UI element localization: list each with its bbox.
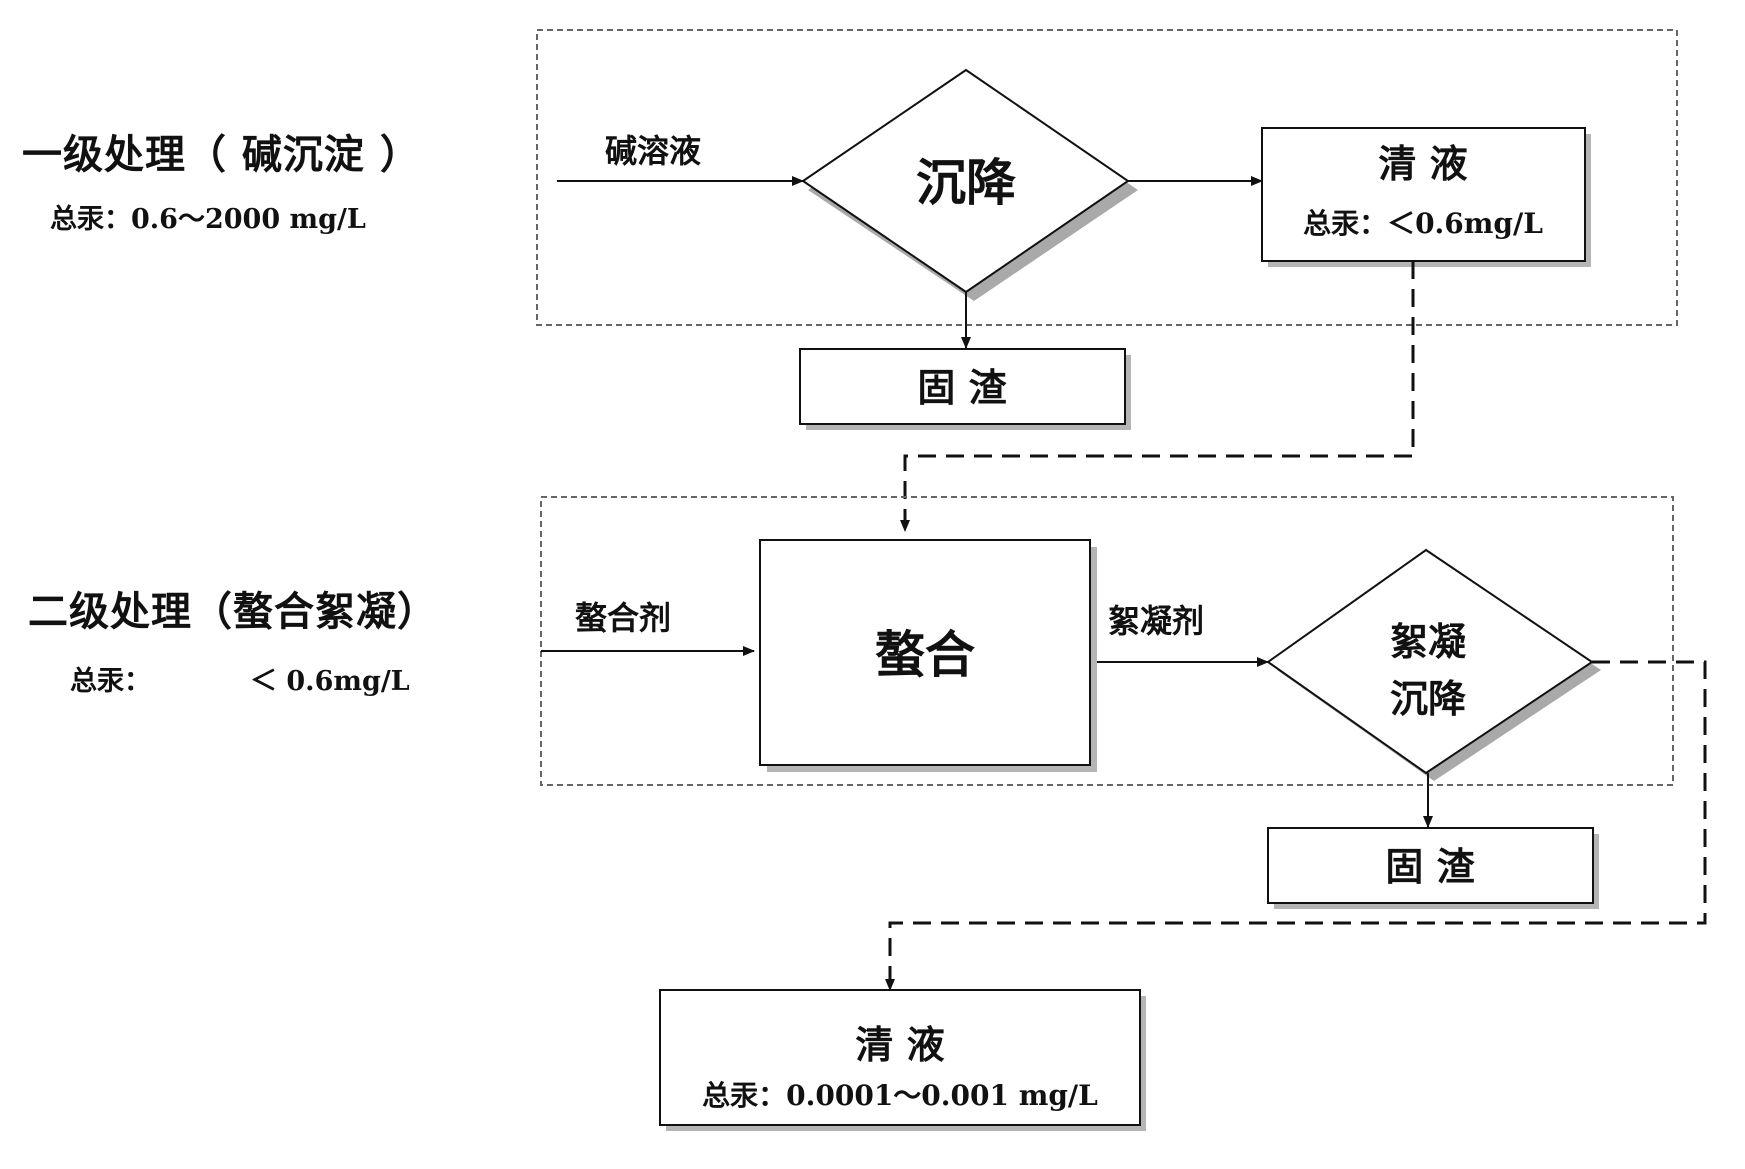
residue-box-2 bbox=[1267, 827, 1594, 904]
final-clear-liquid-box bbox=[659, 989, 1141, 1126]
clear-liquid-box bbox=[1261, 127, 1586, 262]
settling-label: 沉降 bbox=[916, 153, 1016, 212]
flocculant-label: 絮凝剂 bbox=[1108, 602, 1204, 640]
floc-settling-label-line1: 絮凝 bbox=[1390, 619, 1466, 664]
residue-box-1 bbox=[799, 348, 1126, 425]
chelation-box bbox=[759, 539, 1091, 766]
chelation-label: 螯合 bbox=[875, 625, 975, 684]
stage1-boundary bbox=[536, 29, 1678, 326]
stage1-title: 一级处理（ 碱沉淀 ） bbox=[22, 131, 421, 178]
floc-to-final-connector bbox=[885, 660, 1707, 991]
stage2-concentration-label: 总汞： bbox=[70, 666, 151, 697]
clear-liquid-concentration: 总汞：＜0.6mg/L bbox=[1303, 207, 1543, 240]
clear-liquid-title: 清 液 bbox=[1378, 141, 1467, 186]
residue-label-2: 固 渣 bbox=[1385, 844, 1475, 889]
stage1-concentration: 总汞：0.6～2000 mg/L bbox=[50, 204, 366, 235]
stage2-concentration-value: ＜ 0.6mg/L bbox=[250, 666, 410, 697]
floc-settling-label-line2: 沉降 bbox=[1390, 676, 1466, 721]
stage2-boundary bbox=[540, 496, 1674, 786]
stage2-title: 二级处理（螯合絮凝） bbox=[28, 588, 438, 635]
clear-to-chelation-connector bbox=[900, 261, 1415, 532]
final-clear-liquid-title: 清 液 bbox=[855, 1022, 944, 1067]
alkali-solution-label: 碱溶液 bbox=[605, 132, 701, 170]
floc-settling-diamond bbox=[1266, 548, 1594, 775]
final-clear-liquid-concentration: 总汞：0.0001～0.001 mg/L bbox=[702, 1079, 1098, 1112]
chelating-agent-label: 螯合剂 bbox=[575, 599, 671, 637]
residue-label-1: 固 渣 bbox=[917, 365, 1007, 410]
